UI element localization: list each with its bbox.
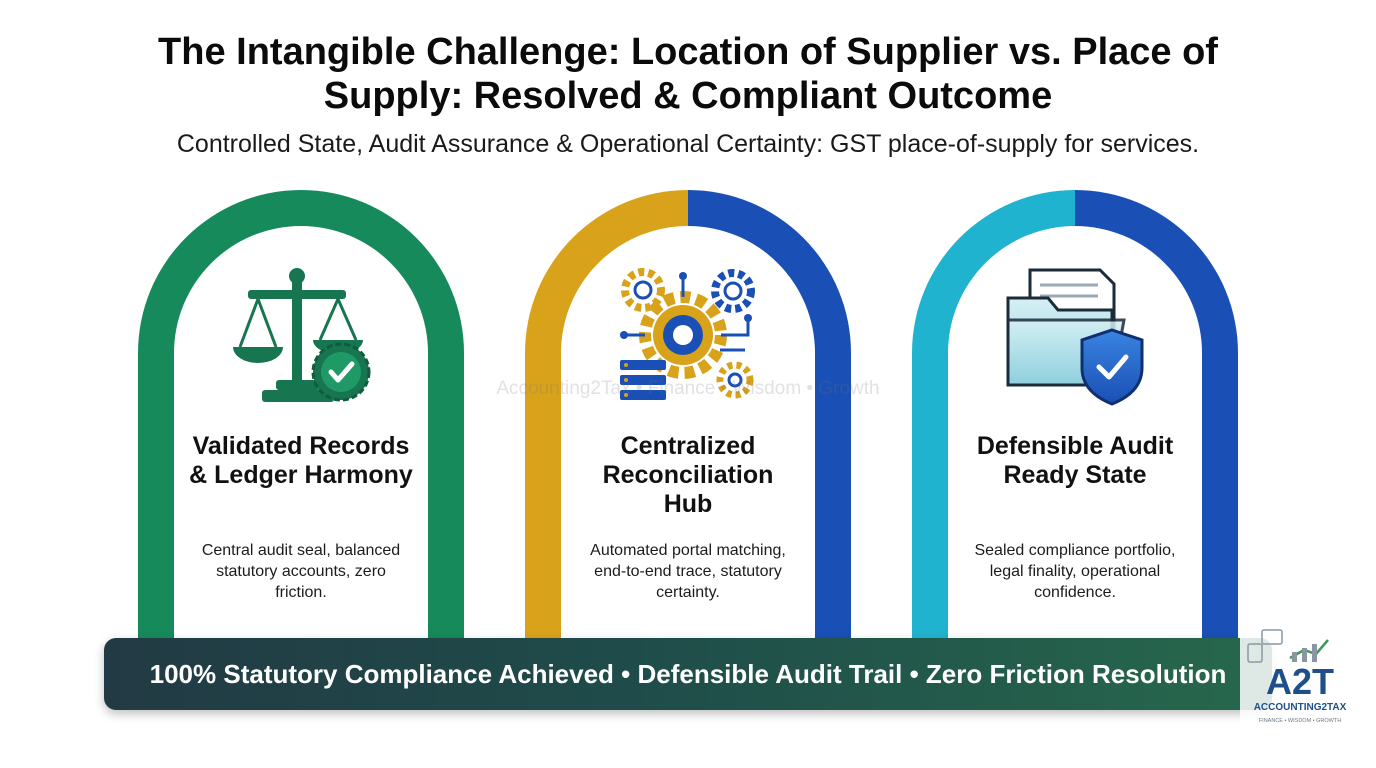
card-2-heading-line-3: Hub xyxy=(663,490,713,518)
gears-server-icon xyxy=(620,268,755,400)
card-3-desc-line-3: confidence. xyxy=(1034,584,1116,601)
watermark-text: Accounting2Tax • Finance • Wisdom • Grow… xyxy=(496,378,880,399)
summary-banner-text: 100% Statutory Compliance Achieved • Def… xyxy=(149,658,1227,689)
card-3-heading-line-1: Defensible Audit xyxy=(976,432,1174,460)
card-3-desc-line-1: Sealed compliance portfolio, xyxy=(974,542,1176,559)
page-title: The Intangible Challenge: Location of Su… xyxy=(0,30,1376,118)
title-line-1: The Intangible Challenge: Location of Su… xyxy=(158,31,1218,73)
card-3-description: Sealed compliance portfolio, legal final… xyxy=(946,540,1204,603)
card-defensible-audit: Defensible Audit Ready State Sealed comp… xyxy=(946,432,1204,603)
card-centralized-reconciliation: Centralized Reconciliation Hub Automated… xyxy=(559,432,817,603)
card-2-heading: Centralized Reconciliation Hub xyxy=(559,432,817,528)
card-3-desc-line-2: legal finality, operational xyxy=(989,563,1161,580)
balance-scale-check-icon xyxy=(233,268,371,402)
logo-name: ACCOUNTING2TAX xyxy=(1254,702,1347,713)
page-subtitle: Controlled State, Audit Assurance & Oper… xyxy=(176,130,1200,158)
card-1-heading-line-2: & Ledger Harmony xyxy=(189,461,413,489)
card-2-description: Automated portal matching, end-to-end tr… xyxy=(559,540,817,603)
card-1-description: Central audit seal, balanced statutory a… xyxy=(172,540,430,603)
card-2-heading-line-2: Reconciliation xyxy=(602,461,774,489)
card-1-heading-line-1: Validated Records xyxy=(192,432,410,460)
card-1-desc-line-1: Central audit seal, balanced xyxy=(201,542,401,559)
card-3-heading: Defensible Audit Ready State xyxy=(946,432,1204,528)
card-1-desc-line-2: statutory accounts, zero xyxy=(216,563,386,580)
card-1-desc-line-3: friction. xyxy=(275,584,327,601)
logo-tagline: FINANCE • WISDOM • GROWTH xyxy=(1259,718,1341,724)
card-1-heading: Validated Records & Ledger Harmony xyxy=(172,432,430,528)
accounting2tax-logo: A2T ACCOUNTING2TAX FINANCE • WISDOM • GR… xyxy=(1240,626,1362,732)
logo-mark: A2T xyxy=(1266,661,1334,702)
card-1-arch xyxy=(138,190,464,660)
folder-shield-icon xyxy=(1006,268,1144,406)
card-2-desc-line-2: end-to-end trace, statutory xyxy=(594,563,782,580)
card-2-desc-line-1: Automated portal matching, xyxy=(590,542,786,559)
logo-chart-icon xyxy=(1247,629,1329,663)
summary-banner: 100% Statutory Compliance Achieved • Def… xyxy=(104,638,1272,710)
title-line-2: Supply: Resolved & Compliant Outcome xyxy=(323,75,1053,117)
card-3-heading-line-2: Ready State xyxy=(1003,461,1147,489)
card-2-heading-line-1: Centralized xyxy=(620,432,756,460)
card-validated-records: Validated Records & Ledger Harmony Centr… xyxy=(172,432,430,603)
card-2-desc-line-3: certainty. xyxy=(656,584,720,601)
